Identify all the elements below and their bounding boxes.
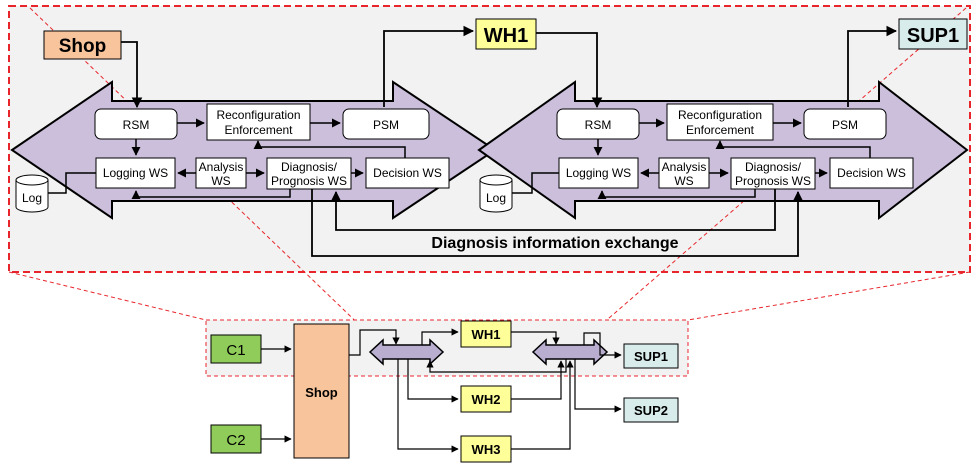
right-reconf-label-1: Reconfiguration [678,108,762,122]
overview-sup2-box: SUP2 [623,397,679,423]
wh1-label: WH1 [484,25,528,47]
left-reconf-box [206,103,311,141]
right-reconf-label-2: Enforcement [686,123,755,137]
left-rsm-label: RSM [123,118,150,132]
left-decision-box [365,157,450,189]
c1-label: C1 [226,342,245,359]
left-logging-label: Logging WS [103,166,168,180]
overview-wh3-label: WH3 [472,442,501,457]
left-logging-box [95,157,176,189]
right-rsm-label: RSM [585,118,612,132]
overview-highlight [205,319,689,377]
right-analysis-label-2: WS [674,174,693,188]
left-analysis-label-2: WS [211,174,230,188]
right-logging-label: Logging WS [566,166,631,180]
right-log-label: Log [486,191,506,205]
right-analysis-box [658,157,710,189]
exchange-label: Diagnosis information exchange [431,235,678,252]
overview-wh3-box: WH3 [460,435,512,463]
left-log-label: Log [22,191,42,205]
left-panel: RSM Reconfiguration Enforcement PSM Logg… [15,103,450,213]
left-analysis-label-1: Analysis [199,160,244,174]
right-analysis-label-1: Analysis [662,160,707,174]
overview-shop-label: Shop [305,385,338,400]
left-diag-label-1: Diagnosis/ [281,160,338,174]
overview-sup1-box: SUP1 [623,343,679,369]
overview-sup2-label: SUP2 [634,403,668,418]
left-decision-label: Decision WS [373,166,442,180]
left-reconf-label-1: Reconfiguration [216,108,300,122]
top-connectors [121,25,898,109]
left-reconf-label-2: Enforcement [224,123,293,137]
right-panel: RSM Reconfiguration Enforcement PSM Logg… [479,103,914,213]
sup1-label: SUP1 [907,25,959,47]
overview-warehouse-agent-arrow [531,338,609,366]
overview-wh1-label: WH1 [472,327,501,342]
right-decision-box [829,157,914,189]
wh1-box: WH1 [475,18,537,50]
right-psm-label: PSM [832,118,858,132]
right-log-cylinder: Log [479,174,513,213]
right-psm-box [803,108,887,140]
left-log-cylinder: Log [15,174,49,213]
c1-box: C1 [210,334,262,364]
sup1-box: SUP1 [898,18,968,50]
overview-wh2-box: WH2 [460,385,512,413]
left-diag-box [266,157,352,190]
overview-sup1-label: SUP1 [634,349,668,364]
right-logging-box [558,157,639,189]
overview-connectors [261,328,622,453]
overview-shop-agent-arrow [368,338,445,366]
overview-wh1-box: WH1 [460,320,512,348]
left-psm-box [342,108,430,140]
c2-label: C2 [226,432,245,449]
left-diag-label-2: Prognosis WS [271,174,347,188]
left-psm-label: PSM [373,118,399,132]
left-analysis-box [195,157,247,189]
shop-box: Shop [43,30,122,60]
c2-box: C2 [210,424,262,454]
right-decision-label: Decision WS [837,166,906,180]
right-diag-label-2: Prognosis WS [735,174,811,188]
shop-label: Shop [59,36,107,57]
right-reconf-box [666,103,774,141]
diagnosis-exchange-connector [311,189,804,257]
overview-wh2-label: WH2 [472,392,501,407]
overview-shop-box: Shop [293,323,350,459]
right-diag-label-1: Diagnosis/ [745,160,802,174]
